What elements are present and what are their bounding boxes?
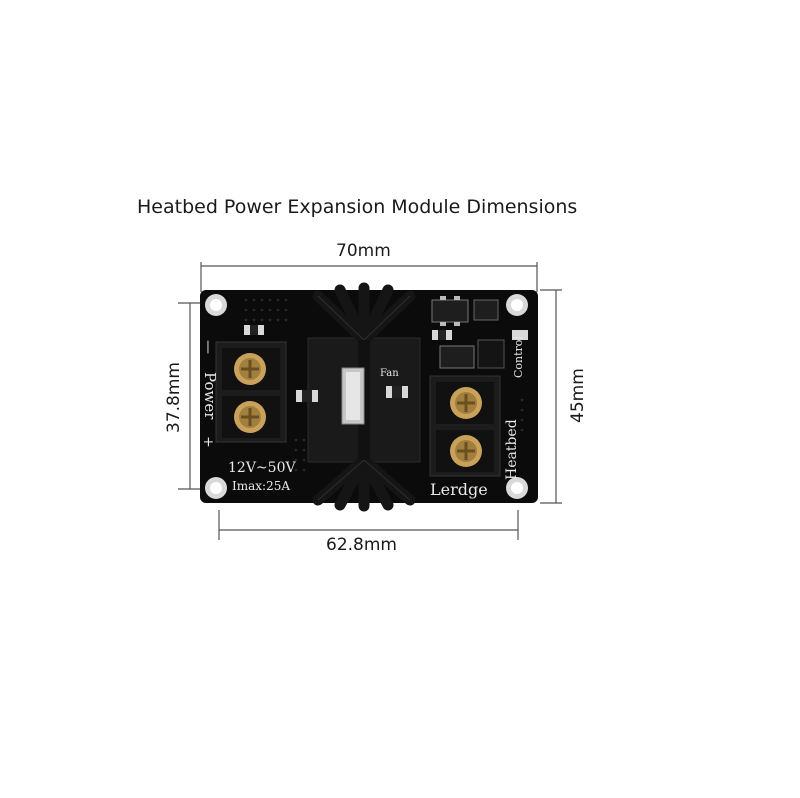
silk-control: Control (512, 336, 525, 378)
silk-current: Imax:25A (232, 479, 290, 493)
hole-width-label: 62.8mm (326, 535, 397, 555)
overall-width-label: 70mm (336, 241, 391, 261)
silk-power-label: Power (201, 372, 219, 420)
heatbed-terminal-block (429, 375, 501, 477)
mounting-holes (205, 294, 528, 499)
silk-brand: Lerdge (430, 480, 488, 499)
pad-grid (244, 298, 524, 472)
silk-voltage: 12V~50V (228, 460, 296, 476)
silk-power-plus: + (200, 436, 216, 448)
heatsink (307, 282, 421, 512)
silk-power-minus: — (200, 340, 216, 354)
silk-heatbed: Heatbed (504, 419, 520, 480)
diagram-title: Heatbed Power Expansion Module Dimension… (137, 196, 578, 218)
smd-components (244, 296, 528, 402)
silk-fan: Fan (380, 368, 399, 379)
dimension-lines (178, 262, 562, 540)
power-terminal-block (215, 341, 287, 443)
